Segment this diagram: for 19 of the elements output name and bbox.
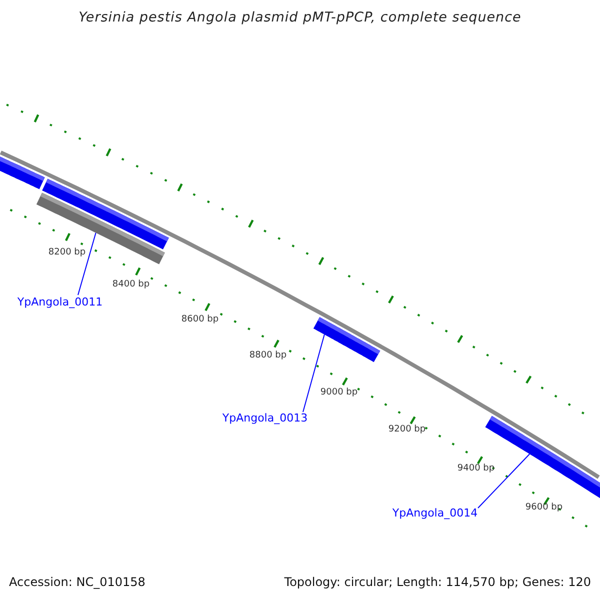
position-label: 8400 bp [112,280,150,290]
gene-label: YpAngola_0014 [392,508,478,518]
position-label: 9000 bp [320,388,358,398]
accession-text: Accession: NC_010158 [9,576,146,588]
gene-bar [36,192,165,264]
leader-line [78,232,96,296]
gene-bar [0,156,45,190]
gene-bar [313,317,380,362]
position-label: 8600 bp [181,316,219,324]
summary-text: Topology: circular; Length: 114,570 bp; Genes: 120 [284,576,591,588]
position-label: 8200 bp [48,248,86,258]
leader-line [478,454,530,508]
position-label: 9200 bp [388,426,426,434]
gene-label: YpAngola_0013 [222,412,308,424]
position-label: 9400 bp [457,464,495,474]
title: Yersinia pestis Angola plasmid pMT-pPCP, complete sequence [78,11,522,25]
gene-label: YpAngola_0011 [17,296,103,308]
leader-line [302,334,325,412]
position-label: 8800 bp [249,352,287,360]
